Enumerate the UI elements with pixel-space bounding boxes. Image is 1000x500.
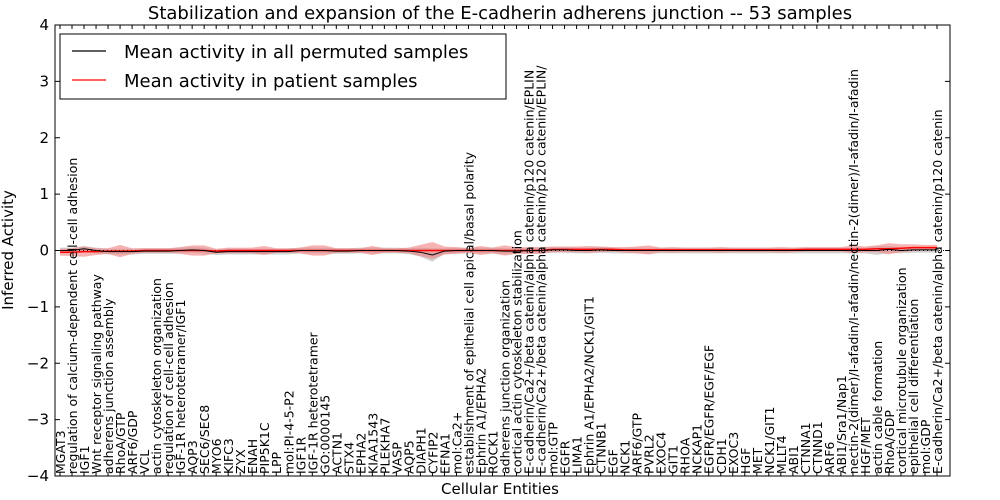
x-tick-label: GIT1 xyxy=(666,445,681,474)
x-tick-label: RhoA/GDP xyxy=(882,410,897,474)
legend-label-patient: Mean activity in patient samples xyxy=(124,71,418,92)
x-tick-label: VCL xyxy=(137,450,152,474)
y-tick-label: −1 xyxy=(27,298,49,316)
x-tick-label: ARF6/GTP xyxy=(630,413,645,474)
x-tick-label: EGF xyxy=(606,449,621,474)
y-tick-label: −4 xyxy=(27,467,49,485)
x-tick-label: LIMA1 xyxy=(570,436,585,474)
x-tick-label: RHOA xyxy=(678,437,693,474)
x-tick-label: mol:GDP xyxy=(918,419,933,474)
x-tick-label: Ephrin A1/EPHA2 xyxy=(473,368,488,474)
x-tick-label: EPHA2 xyxy=(353,433,368,474)
legend-label-permuted: Mean activity in all permuted samples xyxy=(124,42,468,63)
x-tick-label: ROCK1 xyxy=(485,431,500,474)
y-tick-label: −2 xyxy=(27,354,49,372)
x-tick-label: CTNND1 xyxy=(810,421,825,474)
plot-frame xyxy=(54,24,951,477)
x-tick-label: actin cytoskeleton organization xyxy=(149,278,164,474)
x-tick-label: ENAH xyxy=(245,439,260,474)
x-tick-label: E-cadherin/Ca2+/beta catenin/alpha caten… xyxy=(534,65,549,474)
x-tick-label: NCK1/GIT1 xyxy=(762,407,777,474)
x-tick-label: regulation of cell-cell adhesion xyxy=(161,282,176,474)
x-tick-label: Ephrin A1/EPHA2/NCK1/GIT1 xyxy=(582,296,597,474)
x-tick-label: AQP5 xyxy=(401,440,416,474)
y-axis-label: Inferred Activity xyxy=(0,190,17,310)
x-tick-label: CTNNB1 xyxy=(594,422,609,474)
x-tick-label: EXOC4 xyxy=(654,432,669,474)
x-tick-label: mol:PI-4-5-P2 xyxy=(281,390,296,474)
x-tick-label: IGF-1R heterotetramer/IGF1 xyxy=(173,300,188,474)
x-tick-label: PVRL2 xyxy=(642,434,657,474)
x-tick-label: mol:Ca2+ xyxy=(449,412,464,474)
x-tick-label: NCKAP1 xyxy=(690,424,705,474)
x-tick-label: RhoA/GTP xyxy=(113,412,128,474)
x-tick-label: adherens junction assembly xyxy=(101,298,116,474)
x-tick-label: MET xyxy=(750,447,765,474)
x-tick-label: NCK1 xyxy=(618,440,633,474)
x-tick-label: mol:GTP xyxy=(546,422,561,474)
x-tick-label: HGF/MET xyxy=(858,417,873,474)
x-tick-label: ABI1 xyxy=(786,445,801,474)
x-tick-label: Wnt receptor signaling pathway xyxy=(89,274,104,474)
x-tick-label: VASP xyxy=(389,442,404,474)
x-tick-label: actin cable formation xyxy=(870,341,885,474)
x-tick-label: nectin-2(dimer)/I-afadin/I-afadin/nectin… xyxy=(846,69,861,474)
x-tick-label: EFNA1 xyxy=(437,433,452,474)
x-tick-label: GO:0000145 xyxy=(317,395,332,474)
x-tick-label: PLEKHA7 xyxy=(377,417,392,474)
x-tick-label: IGF1R xyxy=(293,436,308,474)
y-tick-label: 1 xyxy=(39,185,49,203)
x-tick-label: establishment of epithelial cell apical/… xyxy=(461,151,476,474)
x-tick-label: MLLT4 xyxy=(774,435,789,474)
x-tick-label: HGF xyxy=(738,448,753,474)
x-tick-label: EGFR xyxy=(558,440,573,474)
x-tick-label: cortical actin cytoskeleton stabilizatio… xyxy=(510,230,525,474)
y-tick-label: 4 xyxy=(39,16,49,34)
x-tick-label: SEC6/SEC8 xyxy=(197,405,212,474)
y-tick-label: 3 xyxy=(39,72,49,90)
x-tick-label: DIAPH1 xyxy=(413,427,428,474)
x-tick-label: STX4 xyxy=(341,442,356,474)
x-tick-label: ACTN1 xyxy=(329,432,344,474)
x-tick-label: AQP3 xyxy=(185,440,200,474)
x-tick-label: adherens junction organization xyxy=(498,280,513,474)
x-tick-label: ARF6/GDP xyxy=(125,410,140,474)
x-tick-label: ABI1/Sra1/Nap1 xyxy=(834,375,849,474)
legend: Mean activity in all permuted samples Me… xyxy=(59,33,507,100)
x-tick-label: MGAT3 xyxy=(53,430,68,474)
x-tick-label: ARF6 xyxy=(822,442,837,474)
x-tick-label: MYO6 xyxy=(209,438,224,474)
chart-title: Stabilization and expansion of the E-cad… xyxy=(148,3,852,24)
x-tick-label: E-cadherin/Ca2+/beta catenin/alpha caten… xyxy=(522,70,537,474)
x-tick-label: KIAA1543 xyxy=(365,413,380,474)
x-tick-label: CYFIP2 xyxy=(425,431,440,474)
x-tick-label: CTNNA1 xyxy=(798,422,813,474)
x-tick-label: E-cadherin/Ca2+/beta catenin/alpha caten… xyxy=(930,109,945,474)
y-tick-label: 0 xyxy=(39,242,49,260)
x-tick-label: PIP5K1C xyxy=(257,422,272,474)
x-axis-label: Cellular Entities xyxy=(441,480,559,498)
x-tick-label: epithelial cell differentiation xyxy=(906,299,921,474)
y-tick-label: 2 xyxy=(39,129,49,147)
x-tick-label: CDH1 xyxy=(714,438,729,474)
y-tick-label: −3 xyxy=(27,411,49,429)
x-tick-label: IGF-1R heterotetramer xyxy=(305,331,320,474)
legend-box xyxy=(59,33,507,100)
x-tick-label: regulation of calcium-dependent cell-cel… xyxy=(65,158,80,474)
x-tick-label: EGFR/EGFR/EGF/EGF xyxy=(702,345,717,474)
x-tick-label: cortical microtubule organization xyxy=(894,267,909,474)
x-tick-label: KIFC3 xyxy=(221,438,236,474)
line-permuted xyxy=(60,248,937,256)
x-tick-label: LPP xyxy=(269,451,284,474)
x-tick-label: ZYX xyxy=(233,449,248,474)
x-tick-label: IGF1 xyxy=(77,445,92,474)
x-tick-label: EXOC3 xyxy=(726,432,741,474)
